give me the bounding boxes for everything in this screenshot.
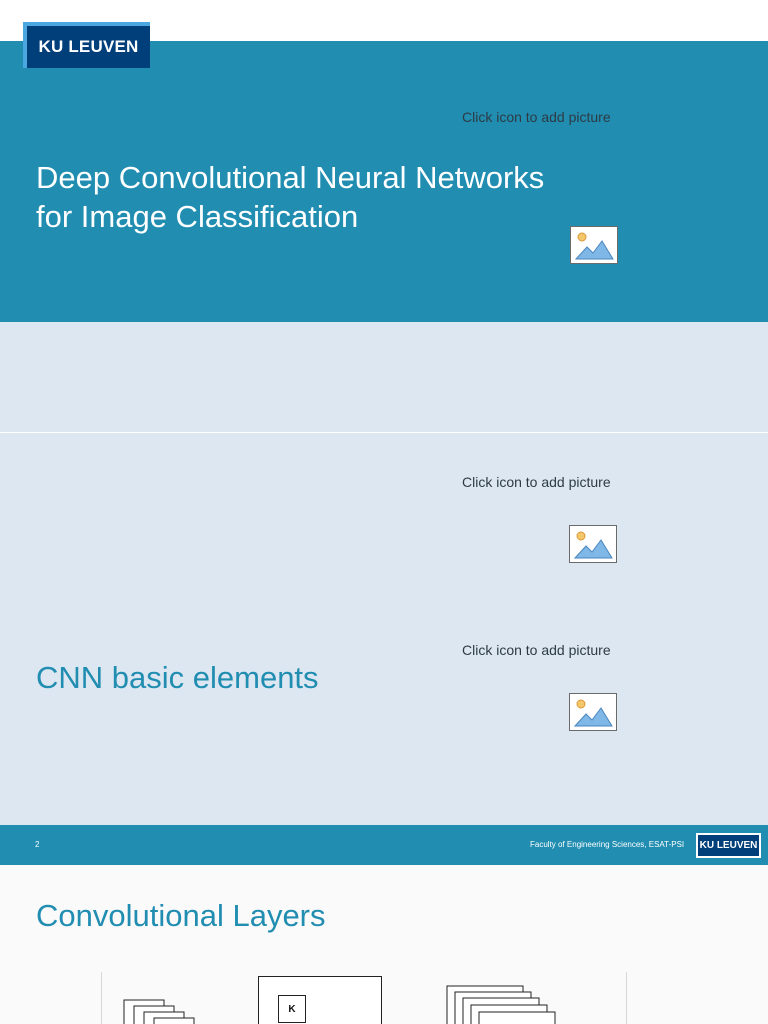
- kernel-frame: [258, 976, 382, 1024]
- slide1-title-line2: for Image Classification: [36, 199, 359, 234]
- picture-placeholder-hint: Click icon to add picture: [462, 642, 611, 658]
- kernel-label: K: [288, 1004, 296, 1015]
- slide2-footer: [0, 825, 768, 865]
- slide2-background: [0, 433, 768, 825]
- picture-placeholder-icon[interactable]: [569, 693, 617, 731]
- slide1-title-line1: Deep Convolutional Neural Networks: [36, 160, 545, 195]
- input-feature-stack: [123, 999, 195, 1024]
- picture-placeholder-hint: Click icon to add picture: [462, 474, 611, 490]
- picture-placeholder-hint: Click icon to add picture: [462, 109, 611, 125]
- slide1-title-banner: [0, 41, 768, 322]
- slide1-lower-area: [0, 322, 768, 432]
- picture-placeholder-icon[interactable]: [569, 525, 617, 563]
- footer-ku-leuven-logo: KU LEUVEN: [696, 833, 761, 858]
- slide3-title[interactable]: Convolutional Layers: [36, 898, 326, 933]
- ku-leuven-logo: KU LEUVEN: [23, 22, 150, 68]
- footer-faculty-text: Faculty of Engineering Sciences, ESAT-PS…: [530, 840, 685, 849]
- convolution-diagram: K: [101, 972, 627, 1024]
- kernel-box: [278, 995, 306, 1023]
- slide1-title[interactable]: Deep Convolutional Neural Networks for I…: [36, 158, 596, 236]
- output-feature-stack: [446, 985, 556, 1024]
- page-number: 2: [35, 840, 40, 849]
- slide2-title[interactable]: CNN basic elements: [36, 660, 319, 695]
- picture-placeholder-icon[interactable]: [570, 226, 618, 264]
- slide3-background: [0, 865, 768, 1024]
